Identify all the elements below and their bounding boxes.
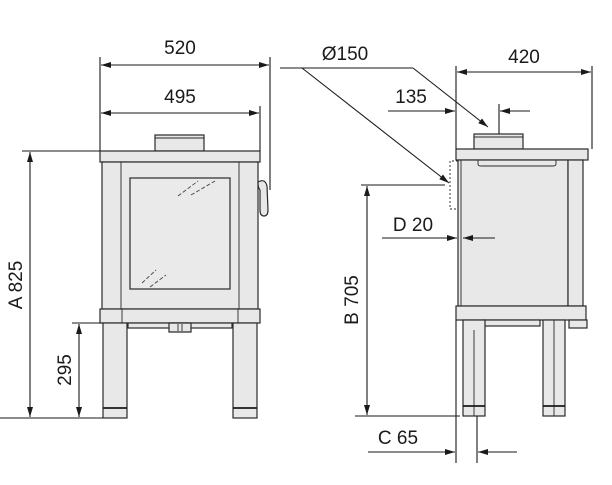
depth-label: 420 (508, 47, 540, 68)
side-base-frame (455, 305, 587, 321)
front-leg-left (102, 322, 128, 419)
outlet-height-b-label: B 705 (342, 275, 363, 325)
side-body (457, 159, 569, 307)
baffle-lip (477, 160, 557, 167)
side-view (449, 133, 589, 417)
door-handle (257, 180, 269, 217)
front-flue-collar (154, 134, 205, 152)
rear-offset-c-label: C 65 (378, 428, 418, 449)
side-ash-lip (483, 319, 541, 327)
side-top-plate (455, 148, 589, 161)
side-handle-stub (568, 319, 588, 329)
front-base-frame (99, 308, 261, 324)
side-flue-collar (473, 133, 524, 150)
rear-outlet-outline (449, 160, 458, 210)
outlet-depth-d-label: D 20 (393, 215, 433, 236)
overall-width-label: 520 (164, 38, 196, 59)
flue-offset-label: 135 (395, 87, 427, 108)
front-dimensions: 520 495 A 825 295 (0, 38, 271, 419)
front-leg-right (232, 322, 258, 419)
front-view (99, 134, 269, 419)
height-a-label: A 825 (6, 261, 27, 310)
flue-diameter-label: Ø150 (322, 44, 368, 65)
air-control-knob (168, 322, 192, 333)
body-width-label: 495 (164, 87, 196, 108)
glass-door-window (129, 177, 231, 290)
side-front-frame (567, 159, 584, 307)
front-top-plate (99, 150, 261, 163)
glass-reflection-icon (141, 180, 216, 288)
side-dimensions: Ø150 420 135 B 705 D 20 C 65 (280, 44, 593, 463)
leg-height-label: 295 (55, 354, 76, 386)
